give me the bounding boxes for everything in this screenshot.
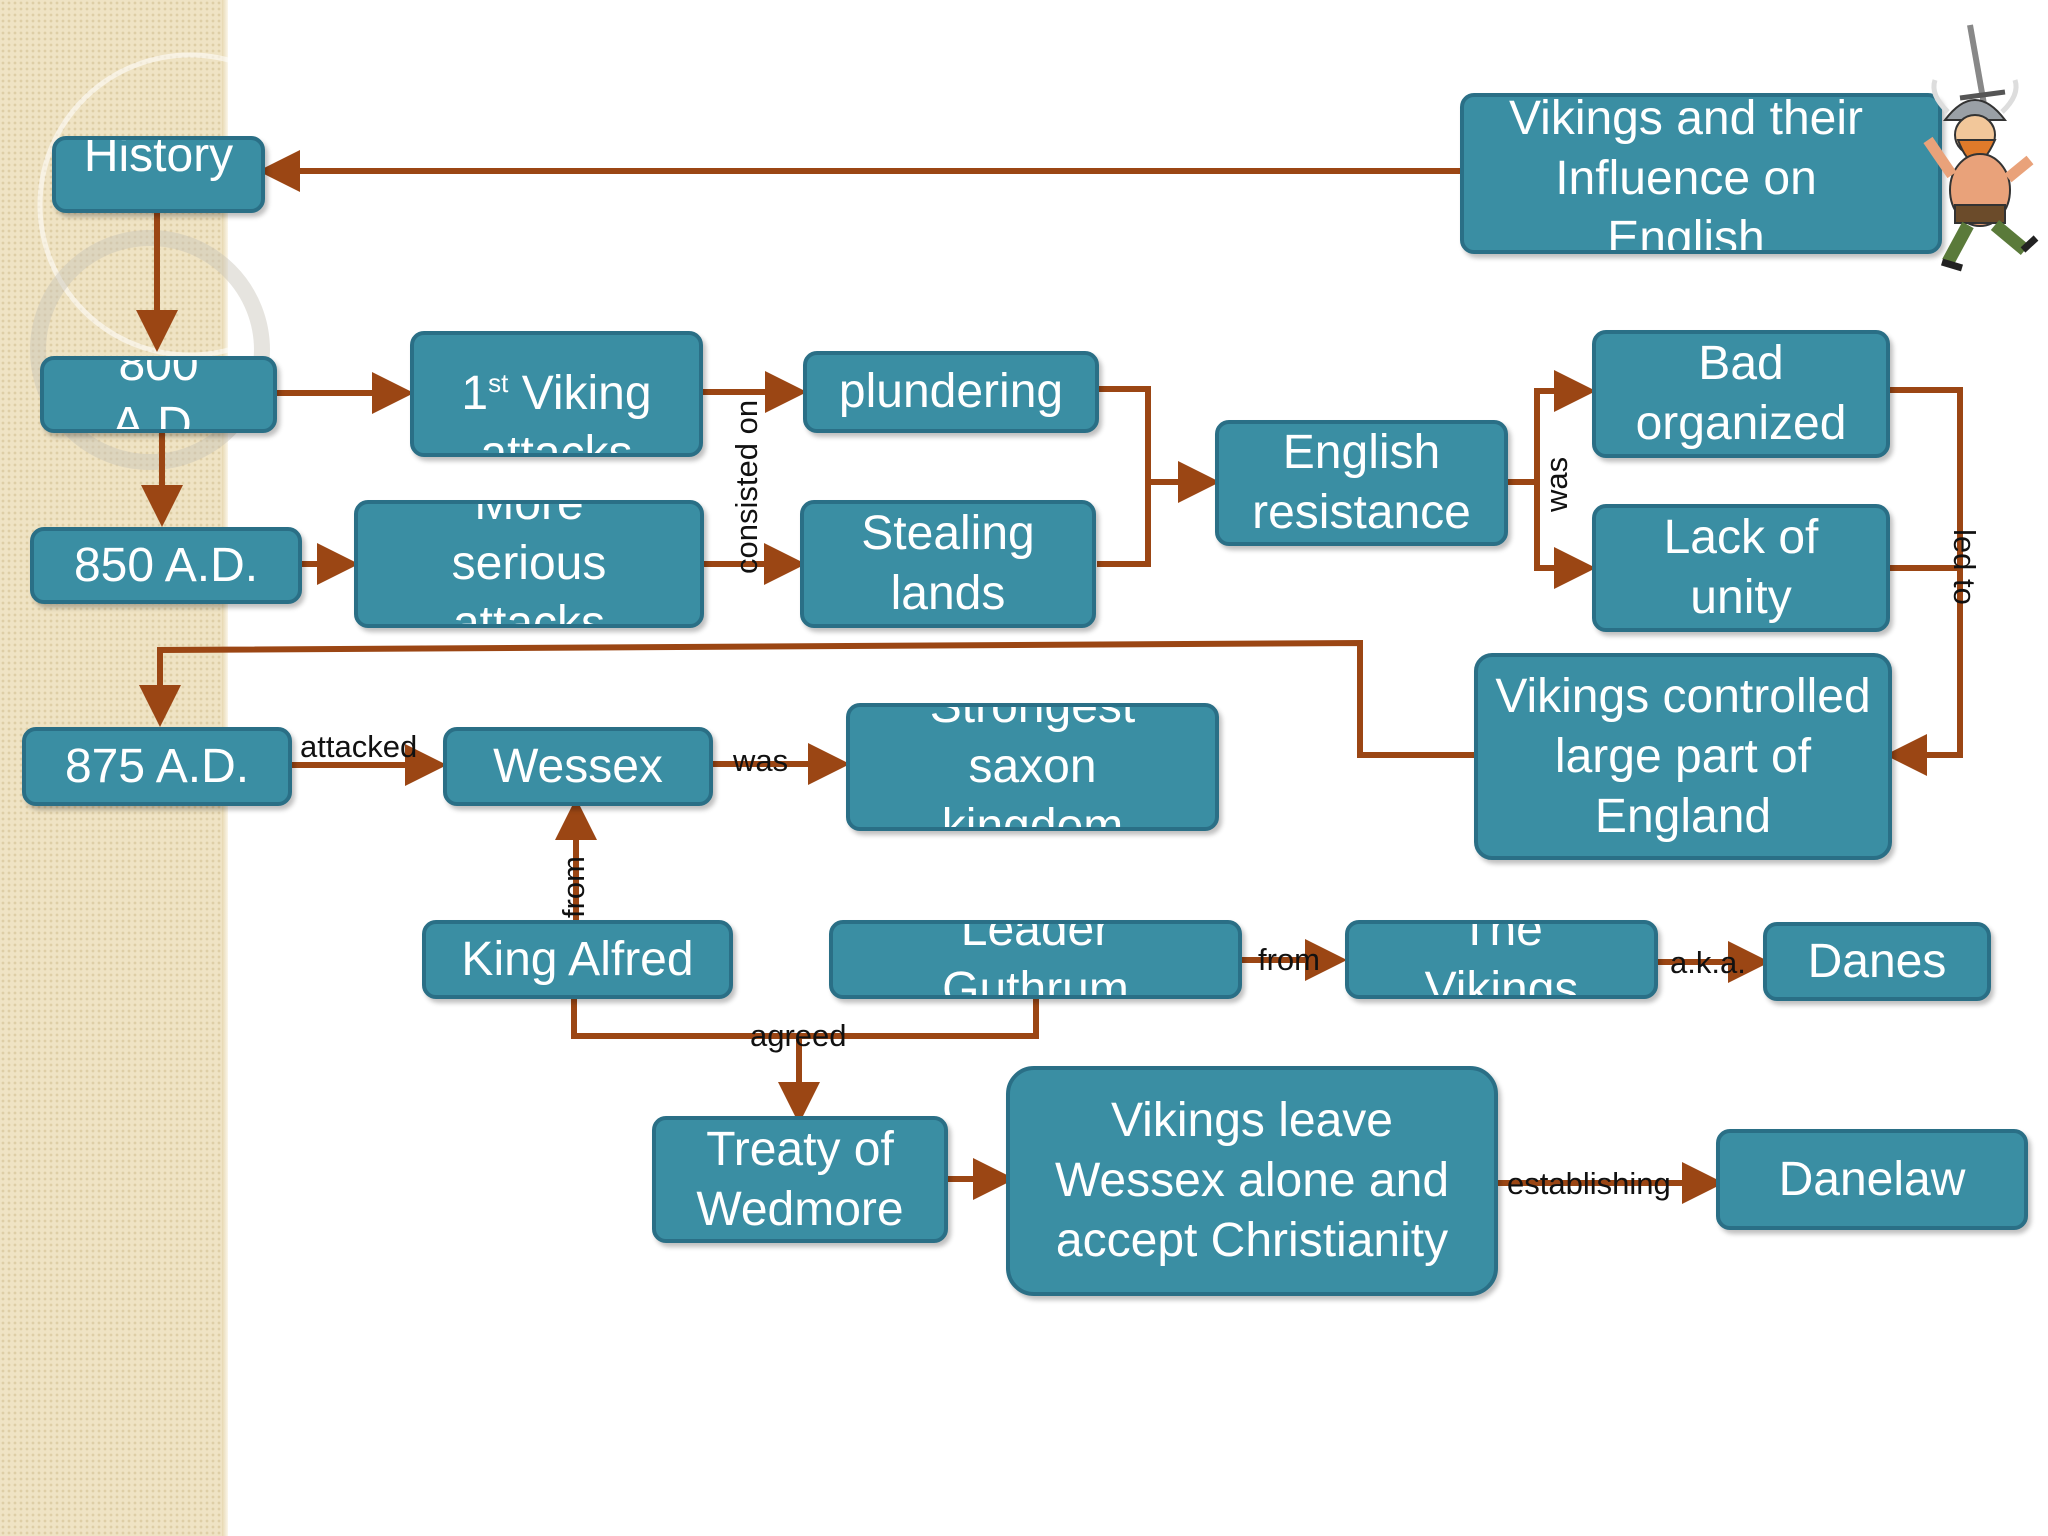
node-800ad-label: 800 A.D.	[111, 356, 206, 433]
node-strongest-saxon-kingdom[interactable]: Strongest saxon kingdom	[846, 703, 1219, 831]
node-danes[interactable]: Danes	[1763, 922, 1991, 1001]
edge-label-from-guthrum: from	[1258, 942, 1320, 977]
node-lack-of-unity[interactable]: Lack of unity	[1592, 504, 1890, 632]
edge-label-was-wessex: was	[733, 743, 789, 778]
node-king-alfred[interactable]: King Alfred	[422, 920, 733, 999]
ordinal-suffix: st	[488, 368, 509, 398]
edge-label-aka: a.k.a.	[1670, 945, 1746, 980]
connector-resistance-split	[1506, 370, 1596, 485]
node-800ad[interactable]: 800 A.D.	[40, 356, 277, 433]
node-treaty-of-wedmore[interactable]: Treaty of Wedmore	[652, 1116, 948, 1243]
title-box[interactable]: Vikings and their Influence on English	[1460, 93, 1942, 254]
node-stealing-lands-label: Stealing lands	[861, 507, 1035, 620]
node-vikings-leave-label: Vikings leave Wessex alone and accept Ch…	[1054, 1094, 1450, 1267]
node-plundering-label: plundering	[838, 365, 1064, 418]
connector-bad-controlled	[1885, 387, 1963, 776]
edge-label-attacked: attacked	[300, 729, 418, 764]
connector-plundering-join	[1095, 386, 1151, 567]
node-leader-guthrum-label: Leader Guthrum	[942, 920, 1129, 999]
node-bad-organized-label: Bad organized	[1635, 337, 1847, 450]
connector-resistance-lack	[1534, 482, 1596, 589]
node-bad-organized[interactable]: Bad organized	[1592, 330, 1890, 458]
node-history-label: History	[83, 136, 234, 182]
node-strongest-saxon-kingdom-label: Strongest saxon kingdom	[929, 703, 1136, 831]
ordinal-number: 1	[461, 367, 489, 420]
node-english-resistance-label: English resistance	[1252, 426, 1471, 539]
node-wessex-label: Wessex	[493, 739, 663, 793]
node-wessex[interactable]: Wessex	[443, 727, 713, 806]
node-the-vikings-label: The Vikings	[1424, 920, 1579, 999]
node-danes-label: Danes	[1807, 934, 1947, 988]
node-plundering[interactable]: plundering	[803, 351, 1099, 433]
connector-controlled-875	[139, 639, 1476, 758]
node-the-vikings[interactable]: The Vikings	[1345, 920, 1658, 999]
node-lack-of-unity-label: Lack of unity	[1663, 511, 1819, 624]
node-first-viking-attacks[interactable]: 1st Viking attacks	[410, 331, 703, 457]
node-more-serious-attacks-label: More serious attacks	[451, 500, 607, 628]
node-english-resistance[interactable]: English resistance	[1215, 420, 1508, 546]
node-more-serious-attacks[interactable]: More serious attacks	[354, 500, 704, 628]
connector-alfred-guthrum-join	[571, 998, 1039, 1039]
edge-label-establishing: establishing	[1507, 1166, 1671, 1201]
node-danelaw[interactable]: Danelaw	[1716, 1129, 2028, 1230]
node-850ad[interactable]: 850 A.D.	[30, 527, 302, 604]
node-vikings-controlled[interactable]: Vikings controlled large part of England	[1474, 653, 1892, 860]
node-leader-guthrum[interactable]: Leader Guthrum	[829, 920, 1242, 999]
node-first-viking-attacks-label: 1st Viking attacks	[427, 335, 687, 457]
node-875ad[interactable]: 875 A.D.	[22, 727, 292, 806]
node-vikings-controlled-label: Vikings controlled large part of England	[1495, 669, 1871, 843]
node-875ad-label: 875 A.D.	[64, 739, 250, 793]
node-king-alfred-label: King Alfred	[461, 932, 694, 986]
node-treaty-of-wedmore-label: Treaty of Wedmore	[696, 1122, 904, 1236]
node-danelaw-label: Danelaw	[1778, 1152, 1966, 1206]
node-850ad-label: 850 A.D.	[73, 538, 259, 592]
node-history[interactable]: History	[52, 136, 265, 213]
title-text: Vikings and their Influence on English	[1509, 93, 1863, 254]
node-vikings-leave[interactable]: Vikings leave Wessex alone and accept Ch…	[1006, 1066, 1498, 1296]
edge-label-agreed: agreed	[750, 1018, 847, 1053]
node-stealing-lands[interactable]: Stealing lands	[800, 500, 1096, 628]
first-attacks-text: Viking attacks	[480, 367, 652, 457]
